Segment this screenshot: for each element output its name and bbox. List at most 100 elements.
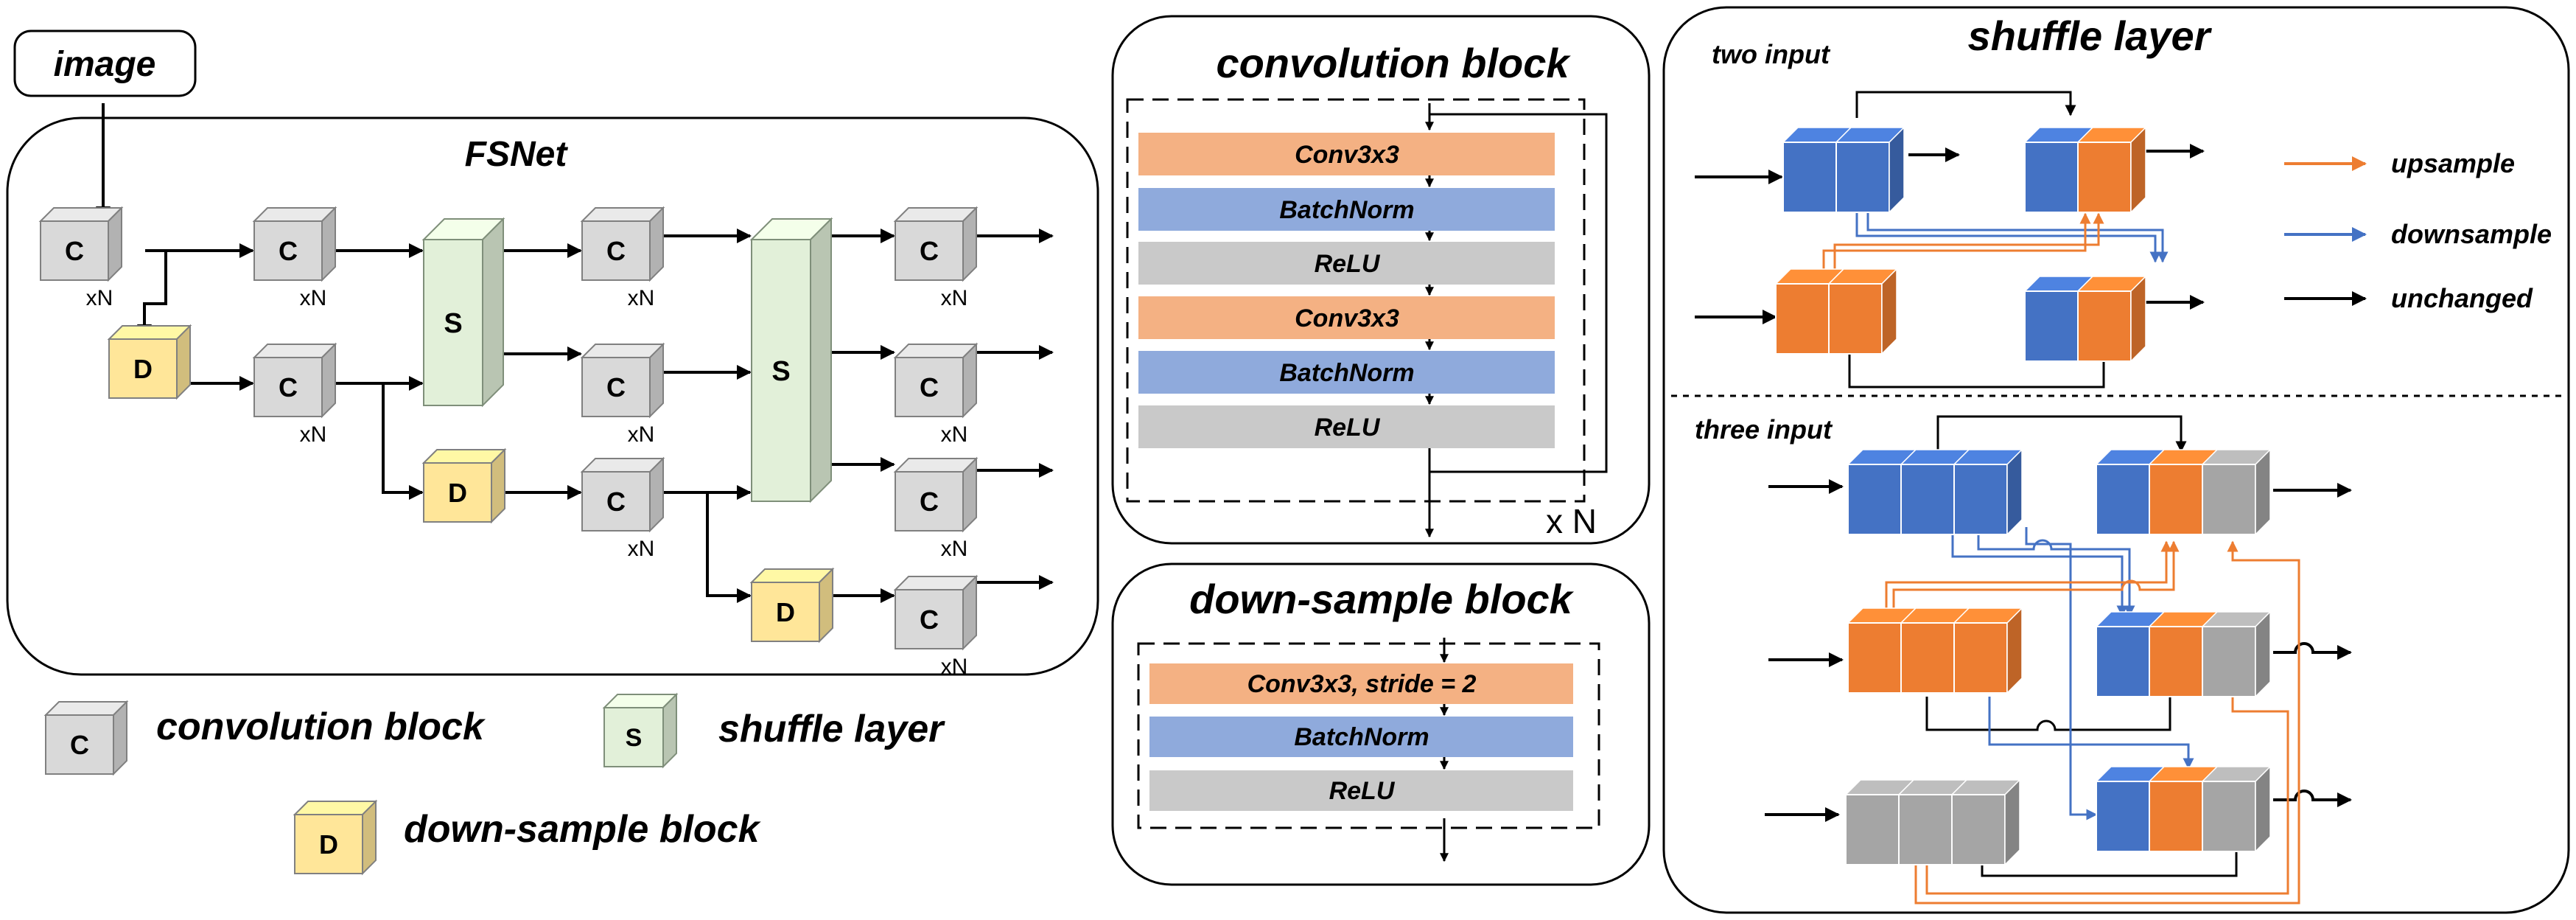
conv-cube: C xyxy=(252,206,337,282)
arrow xyxy=(706,492,752,603)
conv-layer-bar xyxy=(1138,188,1555,231)
down-layer-bar xyxy=(1149,663,1573,704)
tensor-cell xyxy=(2202,464,2256,535)
repeat-mark-xn: xN xyxy=(628,537,655,561)
conv-layer-label: ReLU xyxy=(1315,414,1381,442)
tensor-cell xyxy=(2096,626,2150,697)
conv-cube-side xyxy=(321,206,336,282)
downsample-line xyxy=(1977,527,2135,617)
fsnet-panel: FSNet image CxNCxNCxNCxNCxNCxNCxNCxNCxNC… xyxy=(6,29,1099,679)
repeat-mark-xn: xN xyxy=(941,655,968,679)
shuffle-cube-side xyxy=(482,217,504,408)
down-cube: D xyxy=(107,324,192,400)
down-cube-letter: D xyxy=(448,478,467,508)
legend-unchanged-label: unchanged xyxy=(2391,283,2533,313)
shuffle-connections xyxy=(1695,91,2352,905)
two-input-tensor-b xyxy=(1774,268,1898,355)
conv-cube: C xyxy=(893,342,979,419)
upsample-line xyxy=(1925,686,2289,895)
conv-layer-label: Conv3x3 xyxy=(1295,141,1399,169)
conv-block-repeat-loop xyxy=(1429,113,1608,473)
legend-shuffle-side xyxy=(662,692,677,769)
legend-down-label: down-sample block xyxy=(404,808,762,851)
tensor-cell xyxy=(1828,283,1883,355)
conv-layer-bar xyxy=(1138,405,1555,448)
tensor-cell xyxy=(1835,142,1890,213)
tensor-side xyxy=(2004,778,2020,866)
tensor-side xyxy=(2255,448,2271,536)
fsnet-legend: C convolution block S shuffle layer D do… xyxy=(43,692,945,876)
legend-conv-side xyxy=(113,700,127,776)
legend-down-letter: D xyxy=(319,829,338,860)
shuffle-cube: S xyxy=(421,217,505,408)
down-cube-side xyxy=(491,447,505,524)
down-block-dashed-region xyxy=(1137,642,1600,829)
two-input-tensor-a xyxy=(1782,126,1905,214)
conv-block-repeat-mark: x N xyxy=(1546,502,1597,540)
down-layer-label: Conv3x3, stride = 2 xyxy=(1247,670,1477,698)
conv-cube-front xyxy=(253,357,323,417)
tensor-cell xyxy=(1782,142,1837,213)
down-layer-label: ReLU xyxy=(1329,777,1396,805)
downsample-line xyxy=(1988,697,2194,770)
legend-conv: C xyxy=(43,700,129,776)
tensor-cell xyxy=(1900,622,1955,694)
legend-shuffle-front xyxy=(603,707,664,767)
conv-cube-side xyxy=(649,206,664,282)
tensor-cell xyxy=(1775,283,1830,355)
conv-cube-front xyxy=(581,357,651,417)
conv-cube-side xyxy=(962,574,977,651)
fsnet-title: FSNet xyxy=(465,135,569,174)
down-cube: D xyxy=(421,447,507,524)
repeat-mark-xn: xN xyxy=(941,537,968,561)
fsnet-frame xyxy=(6,116,1099,676)
repeat-mark-xn: xN xyxy=(300,286,327,310)
conv-cube-side xyxy=(649,456,664,533)
tensor-cell xyxy=(2202,781,2256,852)
conv-cube-side xyxy=(962,206,977,282)
conv-cube-front xyxy=(895,589,964,649)
conv-cube-letter: C xyxy=(606,487,626,517)
three-output-tensor-b xyxy=(2095,610,2272,698)
down-layer-label: BatchNorm xyxy=(1294,723,1429,751)
upsample-line xyxy=(1822,212,2091,284)
down-cube: D xyxy=(749,567,835,644)
down-cube-front xyxy=(423,462,492,523)
conv-cube-side xyxy=(649,342,664,419)
conv-cube-front xyxy=(581,471,651,532)
tensor-cell xyxy=(2096,464,2150,535)
down-layer-bar xyxy=(1149,770,1573,811)
tensor-side xyxy=(2255,610,2271,698)
tensor-side xyxy=(1889,126,1905,214)
legend-down-front xyxy=(294,814,363,874)
conv-cube-front xyxy=(895,471,964,532)
image-input-box xyxy=(13,29,197,97)
shuffle-cube-letter: S xyxy=(771,356,790,387)
conv-block-dashed-region xyxy=(1126,98,1586,503)
tensor-cell xyxy=(2149,626,2203,697)
downsample-line xyxy=(2025,527,2098,820)
conv-cube: C xyxy=(580,206,665,282)
shuffle-cube-side xyxy=(810,217,832,503)
shuffle-cube: S xyxy=(749,217,833,503)
repeat-mark-xn: xN xyxy=(941,286,968,310)
arrow xyxy=(137,251,167,339)
tensor-cell xyxy=(1953,622,2008,694)
three-input-tensor-a xyxy=(1847,448,2023,536)
conv-layer-bar xyxy=(1138,296,1555,339)
legend-conv-label: convolution block xyxy=(156,705,486,748)
down-cube-letter: D xyxy=(133,354,153,384)
output-arrow xyxy=(2273,642,2352,660)
conv-cube-letter: C xyxy=(279,372,298,402)
conv-cube-letter: C xyxy=(606,236,626,266)
shuffle-panel: shuffle layer two input three input upsa… xyxy=(1662,6,2570,914)
conv-cube-letter: C xyxy=(65,236,84,266)
tensor-cell xyxy=(2202,626,2256,697)
tensor-cell xyxy=(2096,781,2150,852)
legend-upsample-label: upsample xyxy=(2391,148,2515,178)
tensor-cell xyxy=(1898,794,1953,865)
three-input-tensor-c xyxy=(1844,778,2021,866)
conv-cube: C xyxy=(252,342,337,419)
three-input-label: three input xyxy=(1695,414,1833,445)
